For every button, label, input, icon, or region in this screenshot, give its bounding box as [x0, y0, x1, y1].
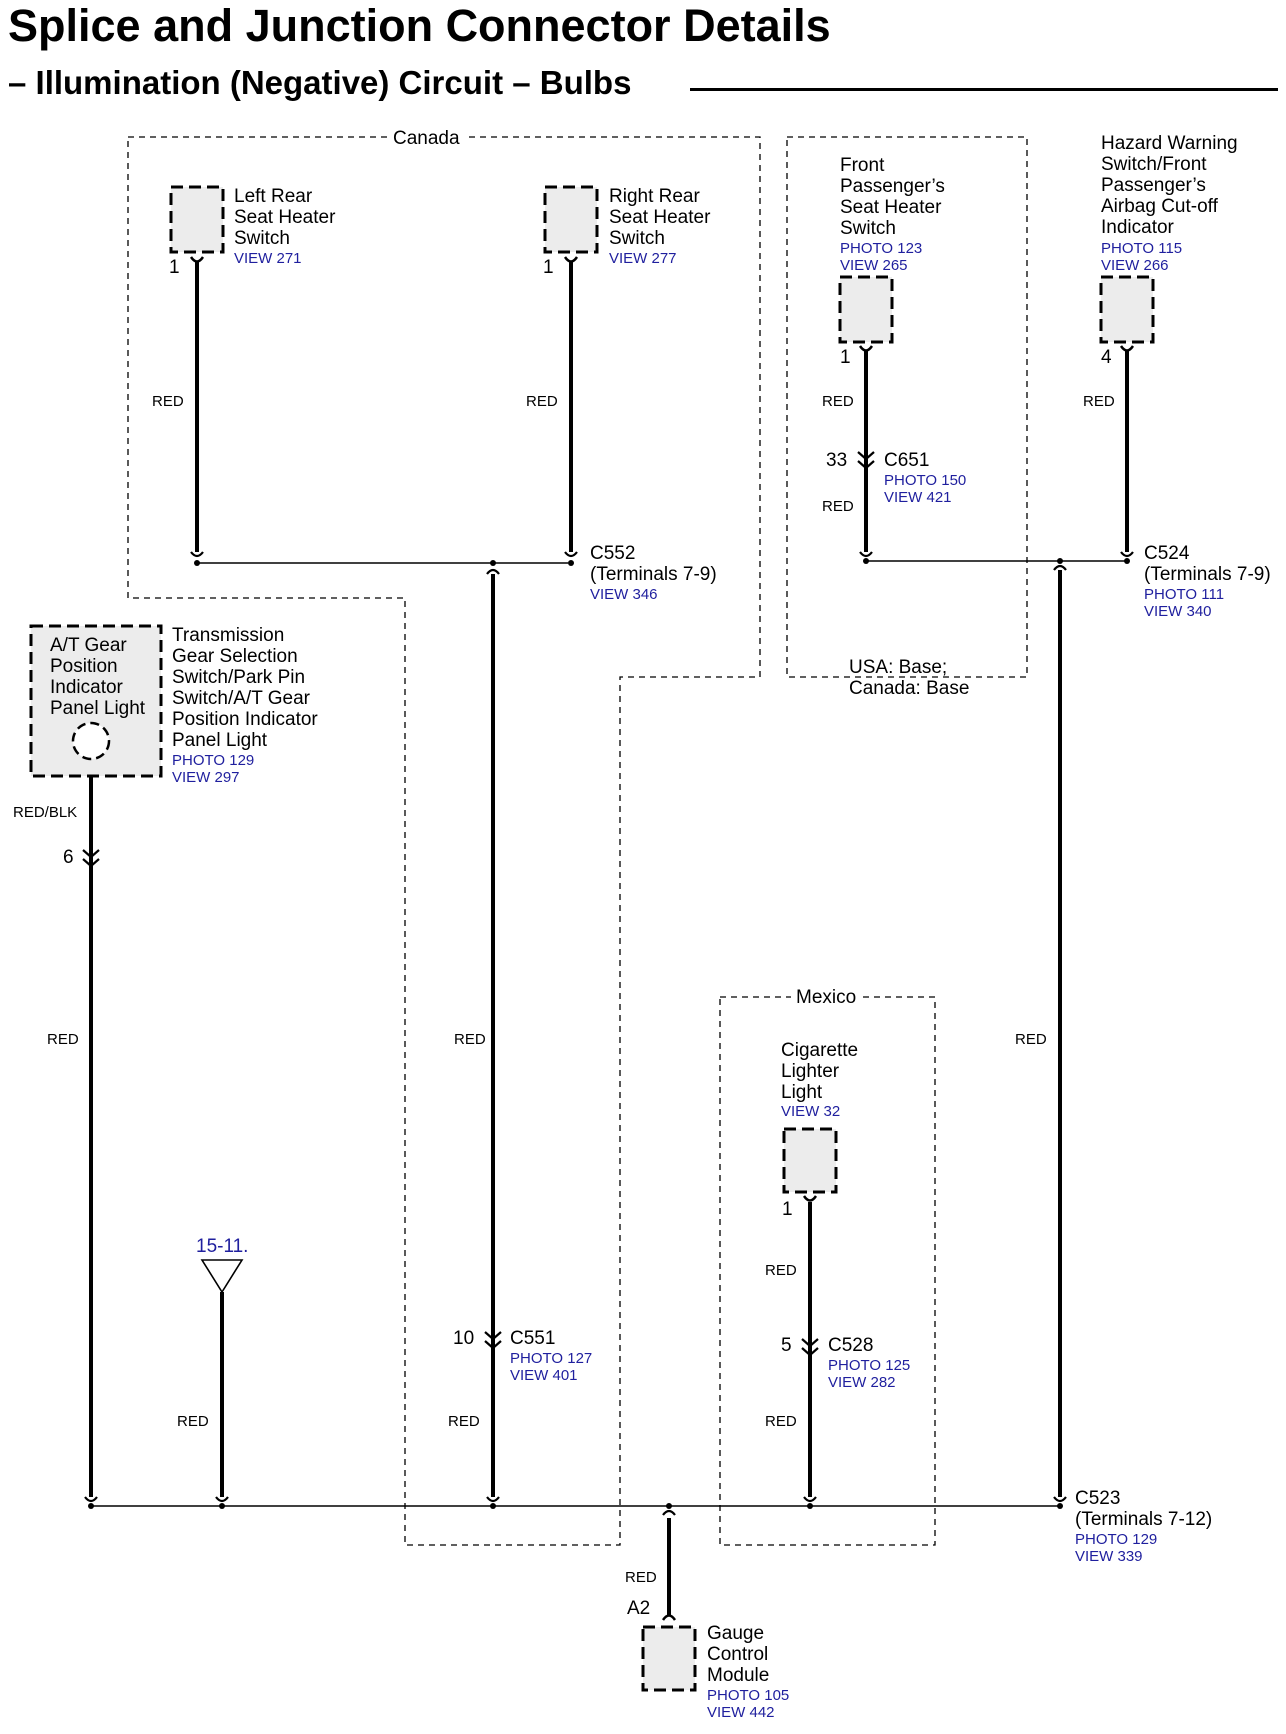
c523-refs: PHOTO 129 VIEW 339 — [1075, 1531, 1158, 1565]
cigarette-light-box — [782, 1127, 838, 1194]
c524-label: C524 (Terminals 7-9) — [1144, 543, 1271, 585]
wire-label-c551-top: RED — [454, 1031, 486, 1048]
wire-label-cigarette-bottom: RED — [765, 1413, 797, 1430]
front-passenger-switch-box — [838, 275, 894, 344]
splice-c524-out — [1053, 564, 1067, 571]
wire-label-at-gear-top: RED/BLK — [13, 804, 78, 821]
wire-label-front-passenger-top: RED — [822, 393, 854, 410]
right-rear-switch-label: Right Rear Seat Heater Switch — [609, 186, 711, 249]
splice-c523-c551 — [486, 1496, 500, 1503]
inline-connector-c651 — [857, 451, 875, 470]
hazard-refs: PHOTO 115 VIEW 266 — [1101, 240, 1183, 274]
wire-label-ground-ref: RED — [177, 1413, 209, 1430]
wire-label-right-rear: RED — [526, 393, 558, 410]
gauge-module-box — [641, 1625, 697, 1692]
at-gear-refs: PHOTO 129 VIEW 297 — [172, 752, 255, 786]
c528-pin: 5 — [781, 1335, 792, 1356]
region-label-usa-base: USA: Base; Canada: Base — [849, 657, 970, 699]
c523-label: C523 (Terminals 7-12) — [1075, 1488, 1213, 1530]
at-gear-inner-label: A/T Gear Position Indicator Panel Light — [50, 635, 146, 719]
splice-c523-c524 — [1053, 1496, 1067, 1503]
terminal-hazard — [1119, 345, 1135, 352]
splice-front-passenger — [859, 551, 873, 558]
cigarette-light-label: Cigarette Lighter Light — [781, 1040, 859, 1103]
wire-label-c551-bottom: RED — [448, 1413, 480, 1430]
c651-refs: PHOTO 150 VIEW 421 — [884, 472, 967, 506]
wire-label-at-gear-mid: RED — [47, 1031, 79, 1048]
at-gear-pin: 6 — [63, 847, 74, 868]
subtitle-rule — [690, 88, 1278, 91]
splice-left-rear — [190, 551, 204, 558]
left-rear-pin: 1 — [169, 257, 180, 278]
terminal-front-passenger — [858, 345, 874, 352]
cigarette-view-ref: VIEW 32 — [781, 1103, 841, 1120]
c528-label: C528 — [828, 1335, 874, 1356]
right-rear-view-ref: VIEW 277 — [609, 250, 677, 267]
front-passenger-refs: PHOTO 123 VIEW 265 — [840, 240, 923, 274]
gauge-refs: PHOTO 105 VIEW 442 — [707, 1687, 790, 1721]
terminal-gauge — [661, 1614, 677, 1621]
c551-refs: PHOTO 127 VIEW 401 — [510, 1350, 593, 1384]
region-label-mexico: Mexico — [791, 987, 862, 1009]
left-rear-switch-box — [169, 185, 225, 254]
c651-pin: 33 — [826, 450, 848, 471]
hazard-switch-label: Hazard Warning Switch/Front Passenger’s … — [1101, 133, 1238, 238]
inline-connector-c551 — [484, 1331, 502, 1350]
reference-label: 15-11. — [196, 1236, 249, 1257]
left-rear-view-ref: VIEW 271 — [234, 250, 302, 267]
c552-label: C552 (Terminals 7-9) — [590, 543, 717, 585]
terminal-cigarette — [802, 1195, 818, 1202]
inline-connector-at-gear — [82, 849, 100, 868]
c524-refs: PHOTO 111 VIEW 340 — [1144, 586, 1225, 620]
wire-label-front-passenger-bottom: RED — [822, 498, 854, 515]
splice-right-rear — [564, 551, 578, 558]
left-rear-switch-label: Left Rear Seat Heater Switch — [234, 186, 336, 249]
wire-label-gauge: RED — [625, 1569, 657, 1586]
gauge-pin: A2 — [627, 1598, 651, 1619]
c551-label: C551 — [510, 1328, 556, 1349]
gauge-module-label: Gauge Control Module — [707, 1623, 770, 1686]
reference-triangle-icon — [200, 1259, 244, 1294]
cigarette-pin: 1 — [782, 1199, 793, 1220]
c551-pin: 10 — [453, 1328, 475, 1349]
terminal-left-rear — [189, 256, 205, 263]
splice-c523-cig — [803, 1496, 817, 1503]
splice-hazard — [1120, 551, 1134, 558]
splice-c523-at — [84, 1496, 98, 1503]
terminal-right-rear — [563, 256, 579, 263]
front-passenger-pin: 1 — [840, 347, 851, 368]
front-passenger-switch-label: Front Passenger’s Seat Heater Switch — [840, 155, 945, 239]
splice-c523-ref — [215, 1496, 229, 1503]
page-title: Splice and Junction Connector Details — [8, 0, 831, 51]
at-gear-label: Transmission Gear Selection Switch/Park … — [172, 625, 318, 751]
hazard-switch-box — [1099, 275, 1155, 344]
wire-label-c524: RED — [1015, 1031, 1047, 1048]
hazard-pin: 4 — [1101, 347, 1112, 368]
wire-label-hazard: RED — [1083, 393, 1115, 410]
c552-view-ref: VIEW 346 — [590, 586, 658, 603]
inline-connector-c528 — [801, 1338, 819, 1357]
region-label-canada: Canada — [388, 128, 465, 150]
page-subtitle: – Illumination (Negative) Circuit – Bulb… — [8, 64, 644, 102]
bulb-icon — [71, 721, 111, 761]
wire-label-left-rear: RED — [152, 393, 184, 410]
splice-c523-gauge — [662, 1509, 676, 1516]
canada-region-outline — [127, 136, 761, 1546]
wire-label-cigarette-top: RED — [765, 1262, 797, 1279]
splice-c552-out — [486, 568, 500, 575]
mexico-region-outline — [719, 996, 936, 1546]
c651-label: C651 — [884, 450, 930, 471]
right-rear-pin: 1 — [543, 257, 554, 278]
right-rear-switch-box — [543, 185, 599, 254]
c528-refs: PHOTO 125 VIEW 282 — [828, 1357, 911, 1391]
usa-base-region-outline — [786, 136, 1028, 678]
